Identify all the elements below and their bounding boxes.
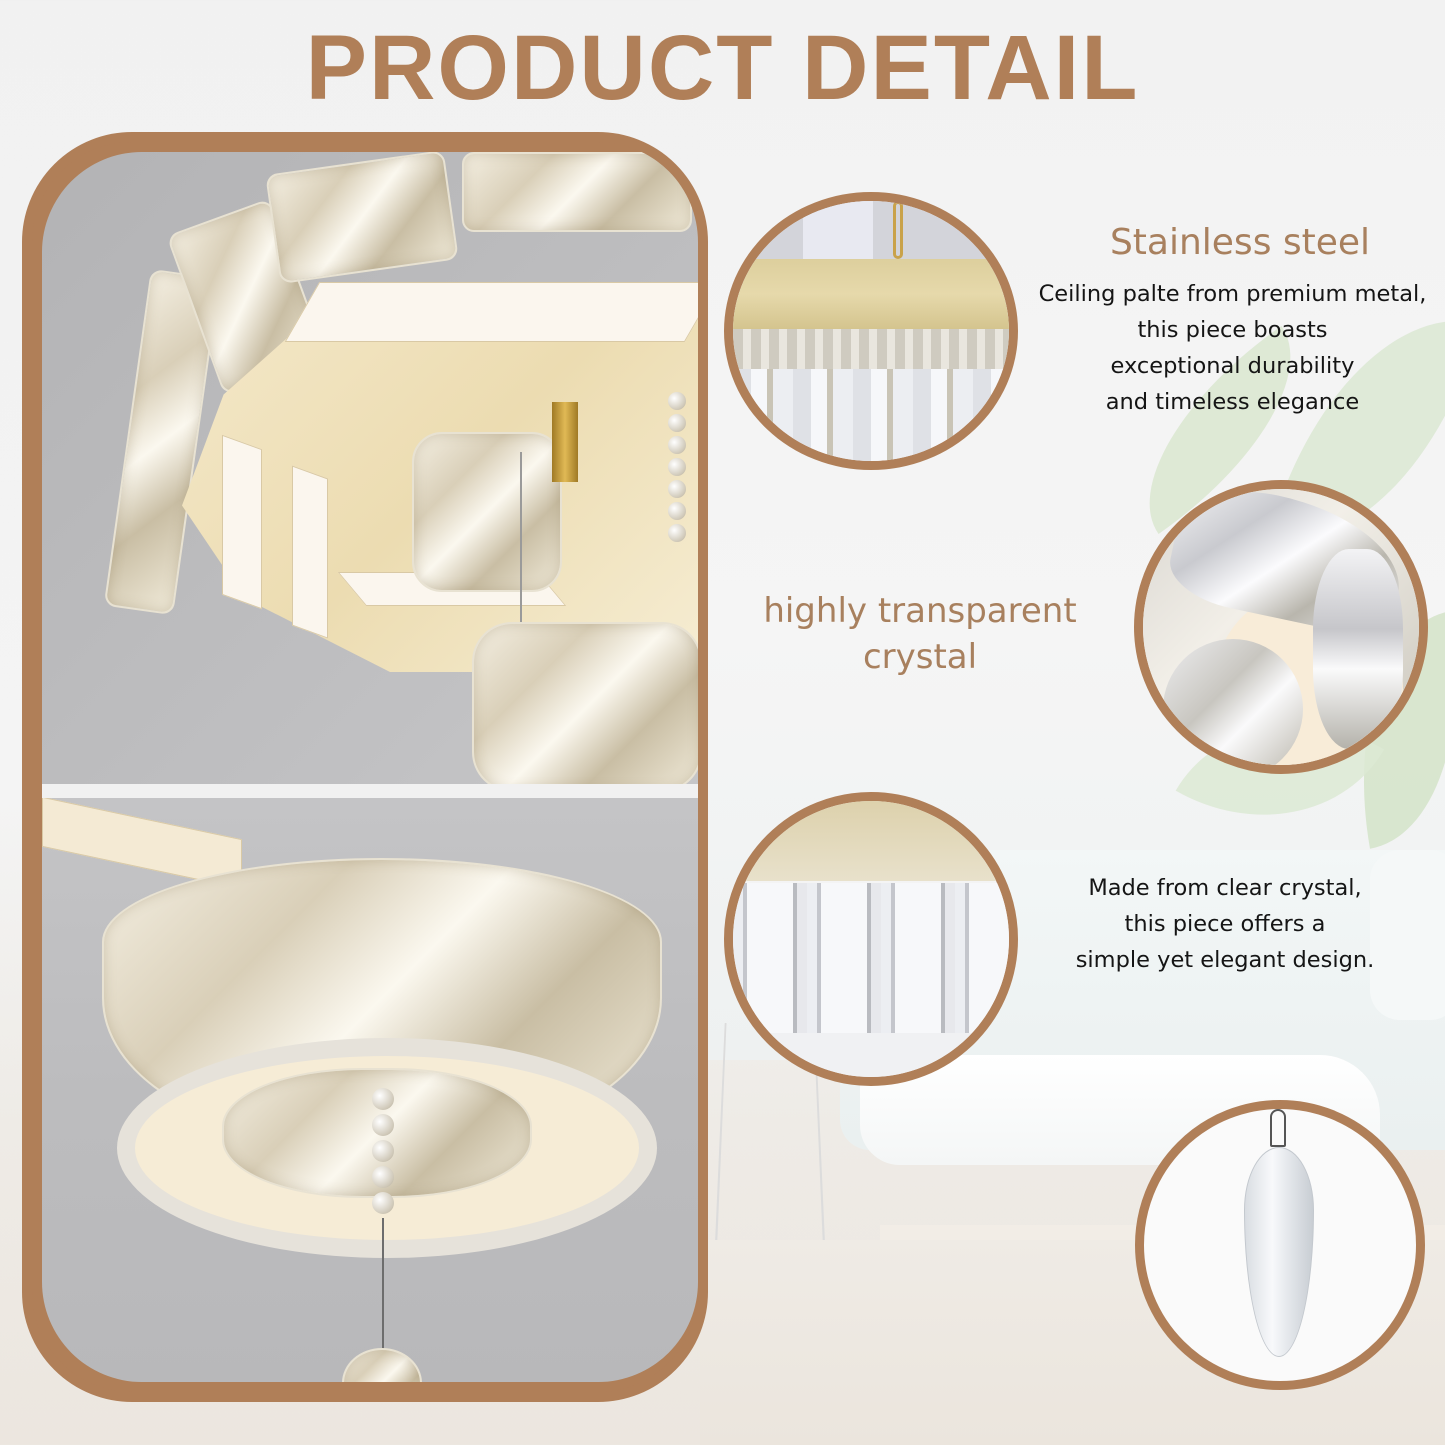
detail-circle-stainless-steel bbox=[724, 192, 1018, 470]
page-title: PRODUCT DETAIL bbox=[305, 17, 1140, 119]
chandelier-bottom-photo bbox=[42, 798, 698, 1382]
detail-circle-clear-crystal bbox=[724, 792, 1018, 1086]
detail-circle-transparent-crystal bbox=[1134, 480, 1428, 774]
feature-heading-transparent-crystal: highly transparent crystal bbox=[763, 591, 1077, 677]
feature-description-stainless-steel: Ceiling palte from premium metal, this p… bbox=[1038, 281, 1427, 415]
feature-description-clear-crystal: Made from clear crystal, this piece offe… bbox=[1075, 875, 1375, 973]
pendant-hook-icon bbox=[1270, 1109, 1286, 1147]
chandelier-top-photo bbox=[42, 152, 698, 784]
main-photo-panel bbox=[22, 132, 708, 1402]
teardrop-crystal bbox=[1244, 1147, 1314, 1357]
sofa-cushion bbox=[1370, 850, 1445, 1020]
detail-circle-crystal-pendant bbox=[1135, 1100, 1425, 1390]
feature-heading-stainless-steel: Stainless steel bbox=[1109, 222, 1371, 263]
photo-divider bbox=[42, 784, 698, 798]
